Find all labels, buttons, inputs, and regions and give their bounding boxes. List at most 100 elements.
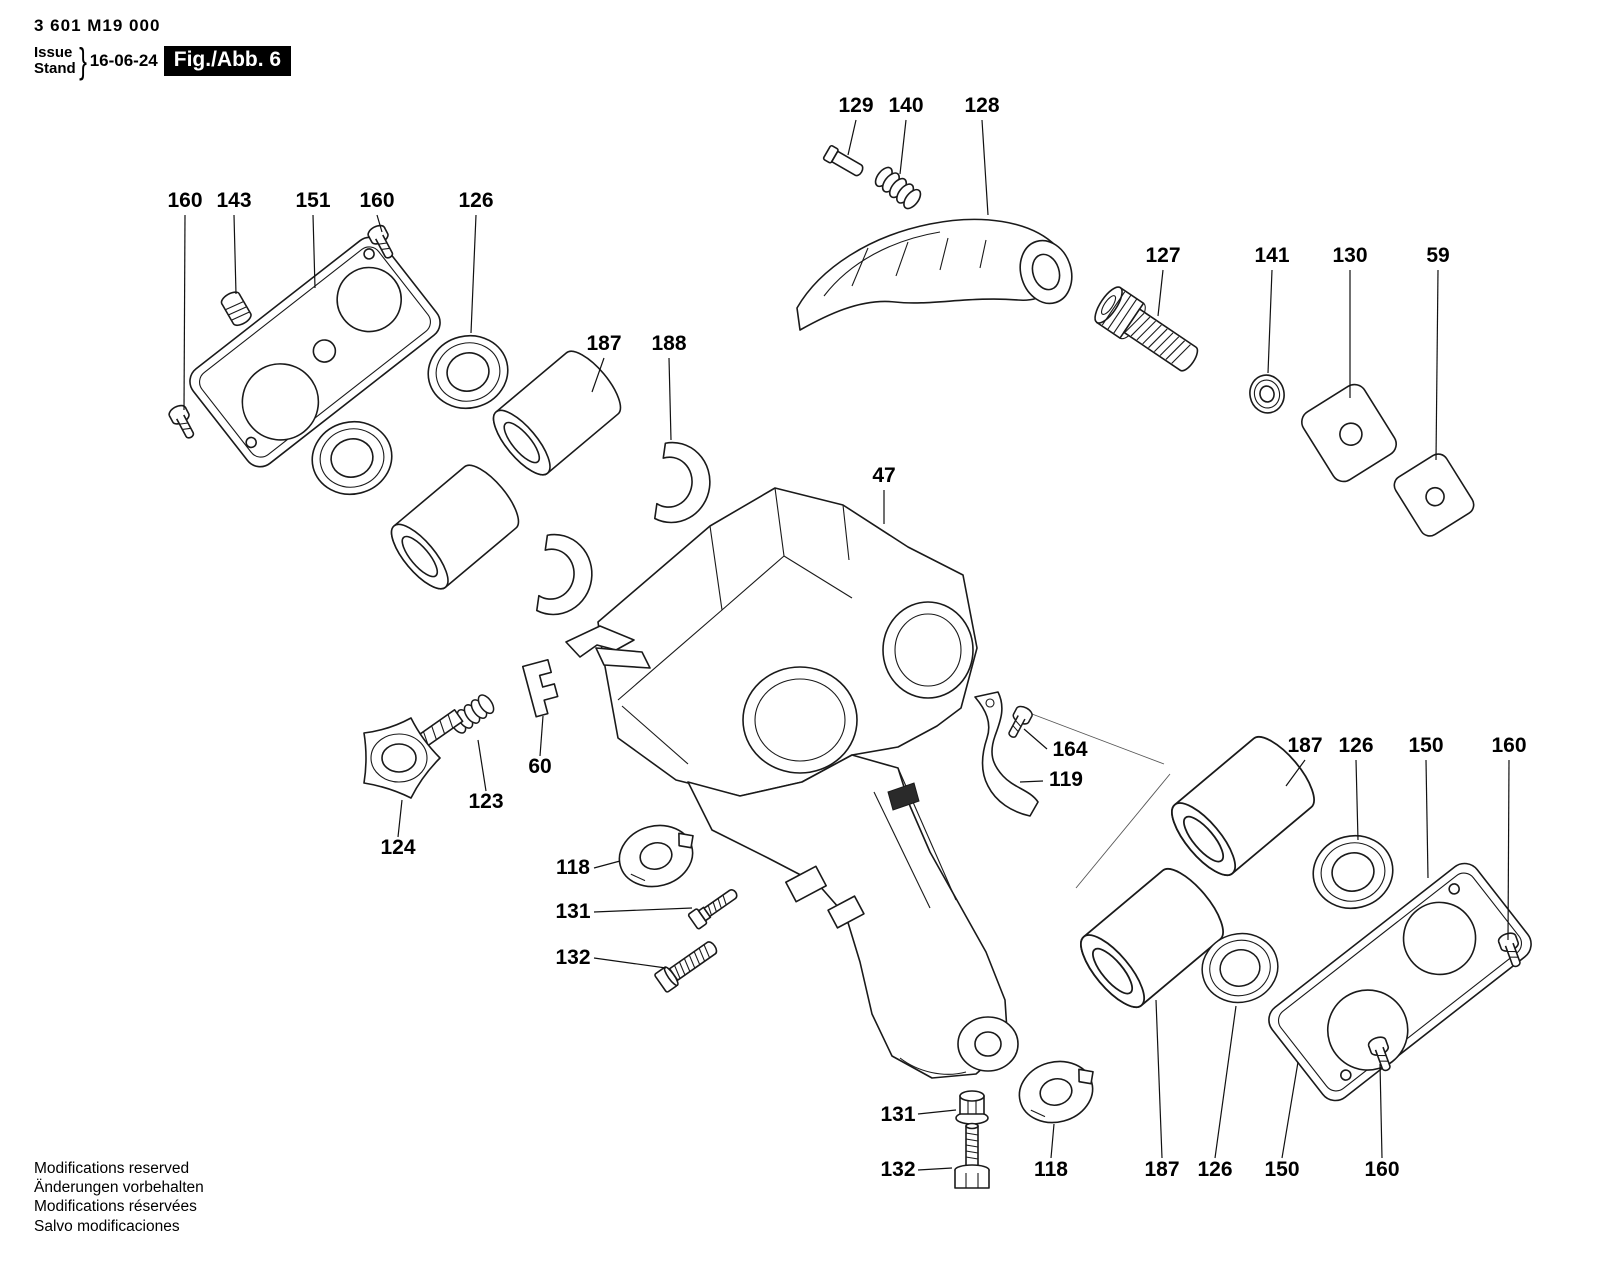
leader-line-132 <box>917 1167 953 1171</box>
callout-141: 141 <box>1254 244 1289 267</box>
leader-line-151 <box>312 214 316 289</box>
callout-118: 118 <box>556 856 590 879</box>
leader-line-129 <box>847 119 857 156</box>
callout-150: 150 <box>1408 734 1443 757</box>
callout-131: 131 <box>880 1103 915 1126</box>
leader-line-160 <box>1507 759 1510 941</box>
leader-line-160 <box>376 214 383 233</box>
callout-126: 126 <box>1338 734 1373 757</box>
callout-123: 123 <box>468 790 503 813</box>
part-housing-47 <box>565 487 1019 1079</box>
leader-line-188 <box>668 357 672 441</box>
part-clip-60 <box>521 658 559 718</box>
part-cover-plate-150 <box>1268 862 1532 1102</box>
leader-line-187 <box>1155 999 1163 1159</box>
footer-line-es: Salvo modificaciones <box>34 1217 180 1235</box>
footer-line-fr: Modifications réservées <box>34 1198 197 1216</box>
callout-187: 187 <box>586 332 621 355</box>
callout-118: 118 <box>1034 1158 1068 1181</box>
document-part-number: 3 601 M19 000 <box>34 16 161 35</box>
part-bolt-132-bottom <box>954 1122 990 1189</box>
callout-131: 131 <box>555 900 590 923</box>
callout-143: 143 <box>216 189 251 212</box>
part-bolt-132-left <box>654 941 718 993</box>
part-washer-118-left <box>611 815 705 896</box>
part-washer-126-r1 <box>1304 826 1402 918</box>
part-star-knob-124 <box>363 717 441 799</box>
part-half-bushing-188-1 <box>653 440 716 529</box>
part-plug-143 <box>220 291 252 327</box>
part-pad-130 <box>1301 383 1397 483</box>
leader-line-131 <box>593 907 693 913</box>
callout-160: 160 <box>167 189 202 212</box>
callout-188: 188 <box>651 332 686 355</box>
callout-160: 160 <box>1364 1158 1399 1181</box>
leader-line-59 <box>1435 269 1439 461</box>
leader-line-126 <box>1214 1005 1237 1159</box>
part-bolt-127 <box>1094 286 1199 372</box>
construction-line-lower <box>1075 773 1171 889</box>
leader-line-118 <box>593 860 621 869</box>
leader-line-132 <box>593 957 667 969</box>
leader-line-141 <box>1267 269 1273 374</box>
leader-line-126 <box>1355 759 1359 841</box>
callout-59: 59 <box>1426 244 1449 267</box>
leader-line-128 <box>981 119 989 216</box>
issue-row: Issue Stand } 16-06-24 Fig./Abb. 6 <box>34 40 292 82</box>
leader-line-126 <box>470 214 477 334</box>
callout-187: 187 <box>1144 1158 1179 1181</box>
callout-150: 150 <box>1264 1158 1299 1181</box>
callout-160: 160 <box>359 189 394 212</box>
leader-line-164 <box>1023 728 1048 750</box>
leader-line-140 <box>899 119 907 175</box>
header: 3 601 M19 000 Issue Stand } 16-06-24 Fig… <box>34 16 292 82</box>
part-pad-59 <box>1393 453 1475 537</box>
part-half-bushing-188-2 <box>535 532 598 621</box>
callout-124: 124 <box>380 836 415 859</box>
callout-187: 187 <box>1287 734 1322 757</box>
leader-line-123 <box>477 739 487 792</box>
leader-line-127 <box>1157 269 1164 317</box>
brace-glyph: } <box>78 40 87 81</box>
leader-line-119 <box>1019 780 1044 783</box>
stand-label: Stand <box>34 60 76 77</box>
construction-line-upper <box>1031 713 1165 765</box>
callout-126: 126 <box>1197 1158 1232 1181</box>
part-screw-160-a <box>166 402 200 443</box>
figure-badge: Fig./Abb. 6 <box>163 46 292 76</box>
part-cover-plate-151 <box>189 236 441 468</box>
part-roller-187-2 <box>381 456 529 598</box>
part-bracket-119 <box>974 691 1039 817</box>
callout-128: 128 <box>964 94 999 117</box>
callout-160: 160 <box>1491 734 1526 757</box>
part-washer-126-2 <box>303 412 401 504</box>
leader-line-150 <box>1281 1061 1299 1159</box>
part-washer-141 <box>1249 374 1285 414</box>
callout-132: 132 <box>555 946 590 969</box>
leader-line-118 <box>1050 1123 1055 1159</box>
callout-126: 126 <box>458 189 493 212</box>
leader-line-131 <box>917 1109 957 1115</box>
callout-132: 132 <box>880 1158 915 1181</box>
part-screw-131-left <box>687 889 738 930</box>
part-nut-131-bottom <box>955 1090 989 1125</box>
leader-line-187 <box>591 357 605 393</box>
leader-line-60 <box>539 715 544 757</box>
callout-119: 119 <box>1049 768 1083 791</box>
callout-129: 129 <box>838 94 873 117</box>
callout-164: 164 <box>1052 738 1087 761</box>
part-spring-140 <box>871 163 925 213</box>
callout-127: 127 <box>1145 244 1180 267</box>
leader-line-160 <box>183 214 186 411</box>
part-washer-126-1 <box>419 326 517 418</box>
callout-47: 47 <box>872 464 895 487</box>
issue-label: Issue <box>34 44 73 62</box>
part-screw-164 <box>1003 703 1035 742</box>
leader-line-143 <box>233 214 237 295</box>
part-washer-118-bottom <box>1011 1051 1105 1132</box>
footer-notice: Modifications reserved Änderungen vorbeh… <box>34 1159 204 1237</box>
footer-line-en: Modifications reserved <box>34 1159 190 1177</box>
callout-151: 151 <box>295 189 330 212</box>
